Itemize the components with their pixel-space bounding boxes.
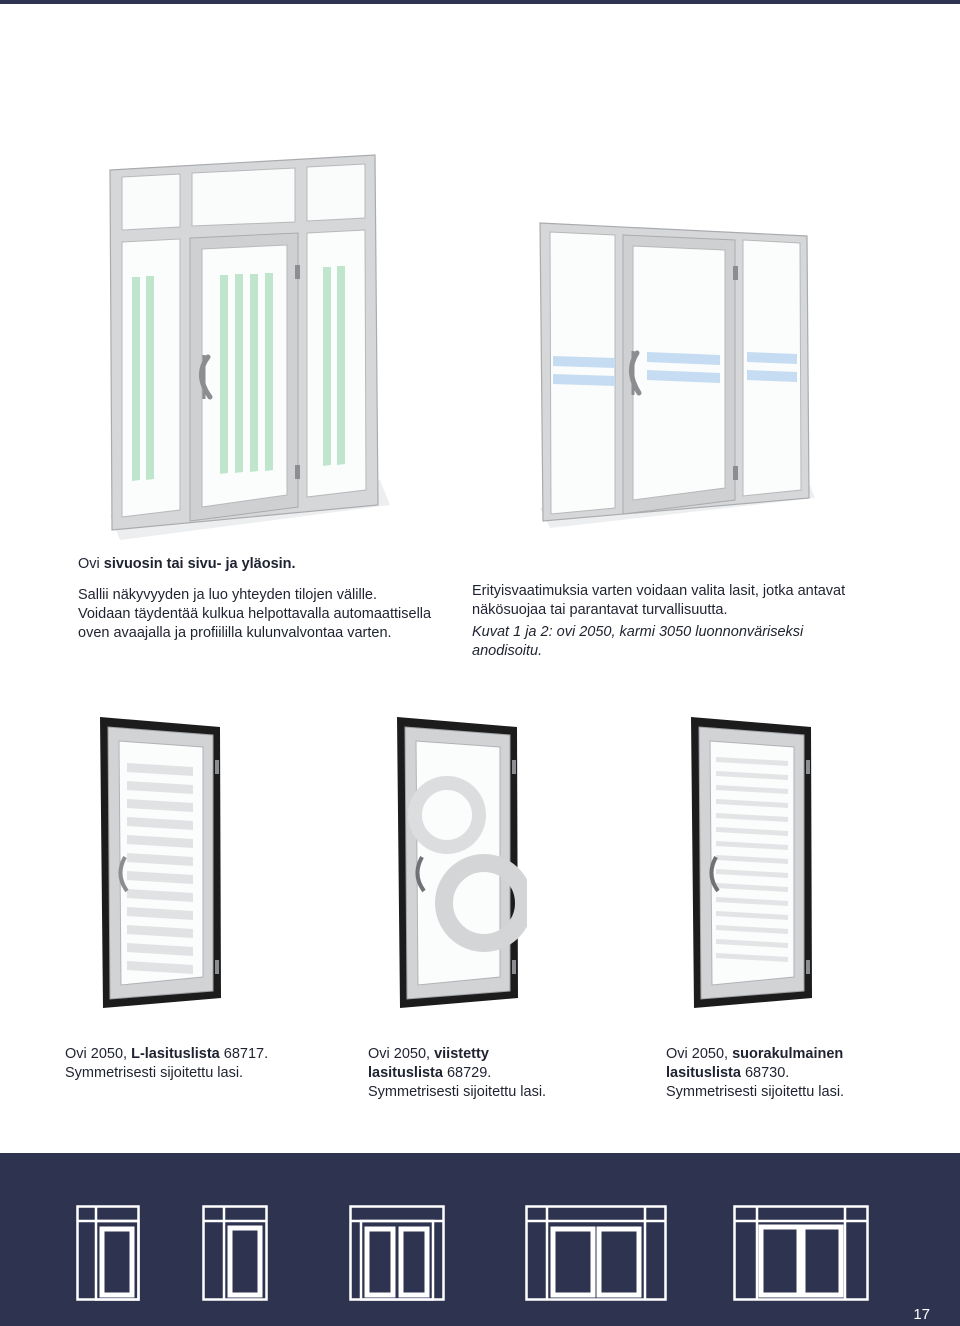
single-door-sidelight-icon [202, 1205, 268, 1301]
caption-door-3-line-1: Ovi 2050, suorakulmainen [666, 1045, 936, 1064]
double-door-sidelights-transom-icon [525, 1205, 667, 1301]
caption-bold: sivuosin tai sivu- ja yläosin. [103, 556, 296, 572]
caption-door-3-line-2: lasituslista 68730. [666, 1064, 936, 1083]
caption-door-3-line-3: Symmetrisesti sijoitettu lasi. [666, 1084, 845, 1100]
caption-door-2-prefix: Ovi 2050, [368, 1046, 435, 1062]
caption-door-2-bold-2: lasituslista [368, 1065, 443, 1081]
caption-door-3: Ovi 2050, suorakulmainen lasituslista 68… [666, 1045, 936, 1102]
caption-door-2-bold-1: viistetty [434, 1046, 489, 1062]
caption-top-right-italic-2: anodisoitu. [472, 643, 543, 659]
door-bevelled-glazing-bead-illustration [397, 717, 527, 1008]
caption-door-1-line-1: Ovi 2050, L-lasituslista 68717. [65, 1045, 335, 1064]
door-rectangular-glazing-bead-illustration [691, 717, 812, 1008]
caption-door-1: Ovi 2050, L-lasituslista 68717. Symmetri… [65, 1045, 335, 1083]
caption-door-2-line-2: lasituslista 68729. [368, 1064, 628, 1083]
caption-door-2-line-3: Symmetrisesti sijoitettu lasi. [368, 1084, 547, 1100]
caption-door-2: Ovi 2050, viistetty lasituslista 68729. … [368, 1045, 628, 1102]
door-l-glazing-bead-illustration [100, 717, 221, 1008]
caption-top-left-title: Ovi sivuosin tai sivu- ja yläosin. [78, 555, 438, 574]
caption-door-1-suffix: 68717. [219, 1046, 269, 1062]
top-rule [0, 0, 960, 4]
caption-door-3-prefix: Ovi 2050, [666, 1046, 733, 1062]
caption-top-left-line-3: oven avaajalla ja profiililla kulunvalvo… [78, 625, 392, 641]
caption-door-3-suffix: 68730. [740, 1065, 790, 1081]
caption-top-right-line-2: näkösuojaa tai parantavat turvallisuutta… [472, 602, 728, 618]
caption-top-right-italic-1: Kuvat 1 ja 2: ovi 2050, karmi 3050 luonn… [472, 624, 804, 640]
caption-top-left-line-2: Voidaan täydentää kulkua helpottavalla a… [78, 606, 432, 622]
caption-door-2-line-1: Ovi 2050, viistetty [368, 1045, 628, 1064]
caption-top-left-line-1: Sallii näkyvyyden ja luo yhteyden tiloje… [78, 587, 378, 603]
caption-door-3-bold-1: suorakulmainen [732, 1046, 844, 1062]
caption-top-right-line-1: Erityisvaatimuksia varten voidaan valita… [472, 583, 846, 599]
double-door-transom-icon [349, 1205, 445, 1301]
page-number: 17 [913, 1306, 930, 1323]
double-door-sidelights-transom-icon-2 [733, 1205, 869, 1301]
caption-prefix: Ovi [78, 556, 104, 572]
single-door-sidelight-transom-icon [76, 1205, 140, 1301]
caption-top-right: Erityisvaatimuksia varten voidaan valita… [472, 582, 892, 661]
caption-top-left: Ovi sivuosin tai sivu- ja yläosin. Salli… [78, 555, 438, 643]
door-sidelights-transom-illustration [109, 154, 390, 540]
caption-door-1-bold: L-lasituslista [131, 1046, 220, 1062]
door-sidelights-blue-bands-illustration [539, 222, 815, 528]
caption-door-3-bold-2: lasituslista [666, 1065, 741, 1081]
caption-door-1-prefix: Ovi 2050, [65, 1046, 132, 1062]
caption-door-2-suffix: 68729. [442, 1065, 492, 1081]
caption-door-1-line-2: Symmetrisesti sijoitettu lasi. [65, 1065, 244, 1081]
